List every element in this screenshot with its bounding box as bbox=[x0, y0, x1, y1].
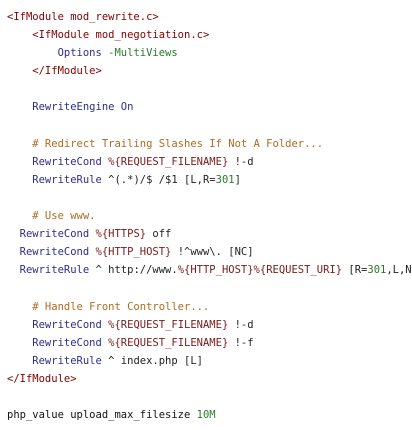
code-line: RewriteEngine On bbox=[7, 98, 412, 116]
code-line: RewriteCond %{HTTPS} off bbox=[7, 225, 412, 243]
code-token: RewriteCond bbox=[7, 228, 96, 241]
code-token: %{REQUEST_FILENAME} bbox=[108, 336, 229, 349]
code-line: RewriteRule ^(.*)/$ /$1 [L,R=301] bbox=[7, 171, 412, 189]
code-token: %{HTTP_HOST} bbox=[95, 246, 172, 259]
code-token: RewriteCond bbox=[7, 246, 96, 259]
code-token: %{HTTPS} bbox=[95, 228, 147, 241]
code-token: !-f bbox=[228, 336, 254, 349]
code-token: 10M bbox=[196, 409, 216, 422]
code-line: </IfModule> bbox=[7, 62, 412, 80]
code-line: # Use www. bbox=[7, 207, 412, 225]
code-token: RewriteRule bbox=[7, 173, 109, 186]
code-token: RewriteCond bbox=[7, 155, 109, 168]
code-token: %{REQUEST_FILENAME} bbox=[108, 318, 229, 331]
code-token: %{HTTP_HOST}%{REQUEST_URI} bbox=[177, 264, 343, 277]
code-token: Options bbox=[7, 47, 109, 60]
code-token: RewriteRule bbox=[7, 264, 96, 277]
code-token: !-d bbox=[228, 318, 254, 331]
code-line: RewriteCond %{REQUEST_FILENAME} !-d bbox=[7, 153, 412, 171]
code-token: <IfModule mod_rewrite.c> bbox=[7, 11, 159, 23]
code-token: !-d bbox=[228, 155, 254, 168]
code-token: 301 bbox=[215, 173, 235, 186]
code-line: </IfModule> bbox=[7, 370, 412, 388]
code-line: RewriteCond %{REQUEST_FILENAME} !-f bbox=[7, 334, 412, 352]
code-token: <IfModule mod_negotiation.c> bbox=[7, 29, 210, 42]
code-token: </IfModule> bbox=[7, 372, 77, 385]
code-token: RewriteCond bbox=[7, 336, 109, 349]
code-token: RewriteRule bbox=[7, 354, 109, 367]
code-line: RewriteCond %{REQUEST_FILENAME} !-d bbox=[7, 316, 412, 334]
code-token: ,L,NE] bbox=[386, 264, 412, 277]
code-token: 301 bbox=[367, 264, 387, 277]
code-token: ^(.*)/$ /$1 [L,R= bbox=[108, 173, 216, 186]
code-token: php_value upload_max_filesize bbox=[7, 409, 197, 422]
code-line: php_value upload_max_filesize 10M bbox=[7, 406, 412, 424]
code-line: Options -MultiViews bbox=[7, 44, 412, 62]
code-token: RewriteEngine On bbox=[7, 101, 134, 114]
code-line: RewriteRule ^ http://www.%{HTTP_HOST}%{R… bbox=[7, 261, 412, 279]
code-token: %{REQUEST_FILENAME} bbox=[108, 155, 229, 168]
code-line bbox=[7, 117, 412, 135]
code-line: RewriteRule ^ index.php [L] bbox=[7, 352, 412, 370]
code-line: # Handle Front Controller... bbox=[7, 298, 412, 316]
code-token: RewriteCond bbox=[7, 318, 109, 331]
code-token: ^ http://www. bbox=[95, 264, 178, 277]
code-token: # Use www. bbox=[7, 210, 96, 223]
code-token: off bbox=[146, 228, 172, 241]
code-line bbox=[7, 279, 412, 297]
code-token: -MultiViews bbox=[108, 47, 178, 60]
code-line: # Redirect Trailing Slashes If Not A Fol… bbox=[7, 135, 412, 153]
code-token: </IfModule> bbox=[7, 65, 102, 78]
code-token: [R= bbox=[342, 264, 368, 277]
code-token: ] bbox=[234, 173, 241, 186]
code-line bbox=[7, 388, 412, 406]
code-token: # Redirect Trailing Slashes If Not A Fol… bbox=[7, 137, 324, 150]
code-line: <IfModule mod_negotiation.c> bbox=[7, 26, 412, 44]
code-token: # Handle Front Controller... bbox=[7, 300, 210, 313]
code-line: <IfModule mod_rewrite.c> bbox=[7, 8, 412, 26]
code-line: RewriteCond %{HTTP_HOST} !^www\. [NC] bbox=[7, 243, 412, 261]
code-token: ^ index.php [L] bbox=[108, 354, 203, 367]
code-line bbox=[7, 189, 412, 207]
code-token: !^www\. [NC] bbox=[171, 246, 254, 259]
code-line bbox=[7, 80, 412, 98]
